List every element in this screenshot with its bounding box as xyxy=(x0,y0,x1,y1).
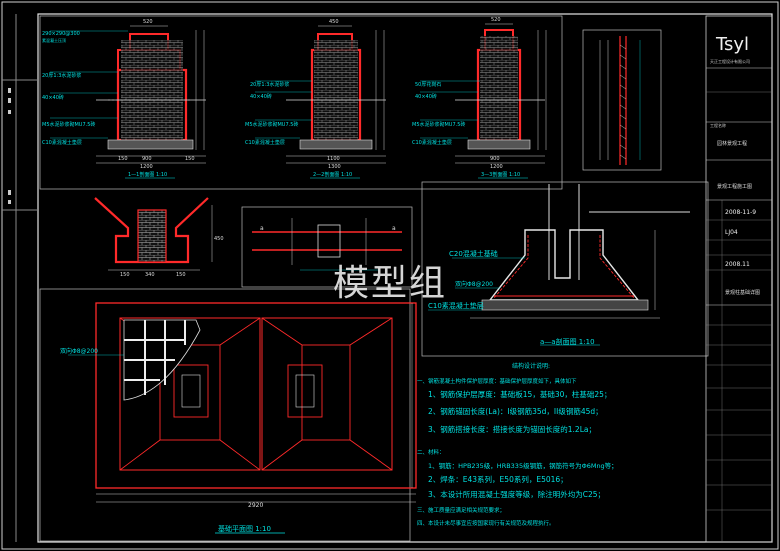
svg-text:2008-11-9: 2008-11-9 xyxy=(725,209,756,216)
foundation-plan: 双向Φ8@200 2920 基础平面图 1:10 xyxy=(39,288,417,542)
svg-text:C20混凝土基础: C20混凝土基础 xyxy=(449,249,498,258)
svg-text:2—2剖面图 1:10: 2—2剖面图 1:10 xyxy=(313,171,352,178)
svg-text:三、施工质量应满足相关规范要求；: 三、施工质量应满足相关规范要求； xyxy=(417,506,505,514)
watermark: 模型组 xyxy=(333,263,448,304)
svg-text:20厚1:3水泥砂浆: 20厚1:3水泥砂浆 xyxy=(42,72,81,79)
svg-text:150: 150 xyxy=(120,272,130,278)
svg-text:M5水泥砂浆砌MU7.5砖: M5水泥砂浆砌MU7.5砖 xyxy=(245,121,298,128)
svg-text:C10素混凝土垫层: C10素混凝土垫层 xyxy=(412,139,452,146)
structure-notes: 结构设计说明: 一、钢筋混凝土构件保护层厚度：基础保护层厚度如下，具体如下 1、… xyxy=(417,362,618,527)
svg-text:520: 520 xyxy=(143,19,153,25)
svg-text:150: 150 xyxy=(118,156,128,162)
svg-text:40×40砖: 40×40砖 xyxy=(42,94,64,101)
svg-text:1300: 1300 xyxy=(328,164,341,170)
svg-text:a: a xyxy=(392,225,396,232)
svg-text:双向Φ8@200: 双向Φ8@200 xyxy=(455,280,493,288)
svg-text:2920: 2920 xyxy=(248,502,263,509)
svg-text:150: 150 xyxy=(176,272,186,278)
svg-text:双向Φ8@200: 双向Φ8@200 xyxy=(60,347,98,355)
svg-text:450: 450 xyxy=(214,236,224,242)
svg-text:1—1剖面图 1:10: 1—1剖面图 1:10 xyxy=(128,171,167,178)
svg-text:结构设计说明:: 结构设计说明: xyxy=(512,362,550,370)
svg-text:景观工程施工图: 景观工程施工图 xyxy=(717,183,752,190)
svg-text:900: 900 xyxy=(142,156,152,162)
binding-marks xyxy=(8,88,11,204)
svg-text:C10素混凝土垫层: C10素混凝土垫层 xyxy=(245,139,285,146)
svg-text:2、钢筋锚固长度(La)：I级钢筋35d，II级钢筋45d；: 2、钢筋锚固长度(La)：I级钢筋35d，II级钢筋45d； xyxy=(428,406,603,416)
svg-text:景观柱基础详图: 景观柱基础详图 xyxy=(725,289,760,296)
svg-text:二、材料：: 二、材料： xyxy=(417,448,445,456)
svg-text:1100: 1100 xyxy=(327,156,340,162)
svg-text:2、焊条：E43系列，E50系列，E5016；: 2、焊条：E43系列，E50系列，E5016； xyxy=(428,474,568,484)
svg-text:50厚花岗石: 50厚花岗石 xyxy=(415,81,441,88)
svg-text:2008.11: 2008.11 xyxy=(725,261,750,268)
svg-text:1200: 1200 xyxy=(490,164,503,170)
svg-text:工程名称: 工程名称 xyxy=(710,122,726,128)
svg-text:40×40砖: 40×40砖 xyxy=(415,93,437,100)
svg-text:四、本设计未尽事宜应按国家现行有关规范及规程执行。: 四、本设计未尽事宜应按国家现行有关规范及规程执行。 xyxy=(417,519,555,527)
svg-text:1、钢筋保护层厚度：基础板15，基础30，柱基础25；: 1、钢筋保护层厚度：基础板15，基础30，柱基础25； xyxy=(428,389,611,399)
svg-text:1200: 1200 xyxy=(140,164,153,170)
svg-text:20厚1:3水泥砂浆: 20厚1:3水泥砂浆 xyxy=(250,81,289,88)
svg-text:a—a剖面图 1:10: a—a剖面图 1:10 xyxy=(540,337,595,346)
svg-text:520: 520 xyxy=(491,17,501,23)
svg-text:C10素混凝土垫层: C10素混凝土垫层 xyxy=(42,139,82,146)
section-3: 520 900 1200 50厚花岗石 40×40砖 M5水泥砂浆砌MU7.5砖… xyxy=(412,17,547,179)
svg-text:素混凝土压顶: 素混凝土压顶 xyxy=(42,37,66,43)
svg-text:1、钢筋：HPB235级，HRB335级钢筋，钢筋符号为Φ6: 1、钢筋：HPB235级，HRB335级钢筋，钢筋符号为Φ6Mng等； xyxy=(428,461,618,470)
section-2: 450 1100 1300 20厚1:3水泥砂浆 40×40砖 M5水泥砂浆砌M… xyxy=(245,19,386,179)
section-a-a: C20混凝土基础 双向Φ8@200 C10素混凝土垫层 a—a剖面图 1:10 xyxy=(421,181,709,357)
svg-text:40×40砖: 40×40砖 xyxy=(250,93,272,100)
svg-text:a: a xyxy=(260,225,264,232)
section-1: 520 150 900 150 1200 290×290@300 素混凝土压顶 … xyxy=(42,19,206,179)
svg-text:Tsyl: Tsyl xyxy=(715,34,749,55)
elevation-detail xyxy=(582,29,662,171)
svg-text:M5水泥砂浆砌MU7.5砖: M5水泥砂浆砌MU7.5砖 xyxy=(412,121,465,128)
svg-text:340: 340 xyxy=(145,272,155,278)
svg-text:150: 150 xyxy=(185,156,195,162)
sections-frame xyxy=(39,15,563,190)
svg-text:天正工程设计有限公司: 天正工程设计有限公司 xyxy=(710,58,750,64)
svg-text:3—3剖面图 1:10: 3—3剖面图 1:10 xyxy=(481,171,520,178)
svg-text:园林景观工程: 园林景观工程 xyxy=(717,140,747,147)
svg-text:基础平面图 1:10: 基础平面图 1:10 xyxy=(218,524,271,533)
joint-detail: a a xyxy=(241,206,413,288)
svg-text:3、钢筋搭接长度：搭接长度为锚固长度的1.2La；: 3、钢筋搭接长度：搭接长度为锚固长度的1.2La； xyxy=(428,424,596,434)
svg-text:C10素混凝土垫层: C10素混凝土垫层 xyxy=(428,301,484,310)
svg-text:LJ04: LJ04 xyxy=(725,229,738,236)
svg-text:900: 900 xyxy=(490,156,500,162)
pier-detail: 150 340 150 450 xyxy=(94,197,224,278)
svg-text:450: 450 xyxy=(329,19,339,25)
svg-text:M5水泥砂浆砌MU7.5砖: M5水泥砂浆砌MU7.5砖 xyxy=(42,121,95,128)
svg-text:3、本设计所用混凝土强度等级，除注明外均为C25；: 3、本设计所用混凝土强度等级，除注明外均为C25； xyxy=(428,489,605,499)
title-block: Tsyl 天正工程设计有限公司 工程名称 园林景观工程 景观工程施工图 2008… xyxy=(705,15,773,543)
svg-text:一、钢筋混凝土构件保护层厚度：基础保护层厚度如下，具体如下: 一、钢筋混凝土构件保护层厚度：基础保护层厚度如下，具体如下 xyxy=(417,377,577,385)
svg-text:290×290@300: 290×290@300 xyxy=(42,31,80,37)
